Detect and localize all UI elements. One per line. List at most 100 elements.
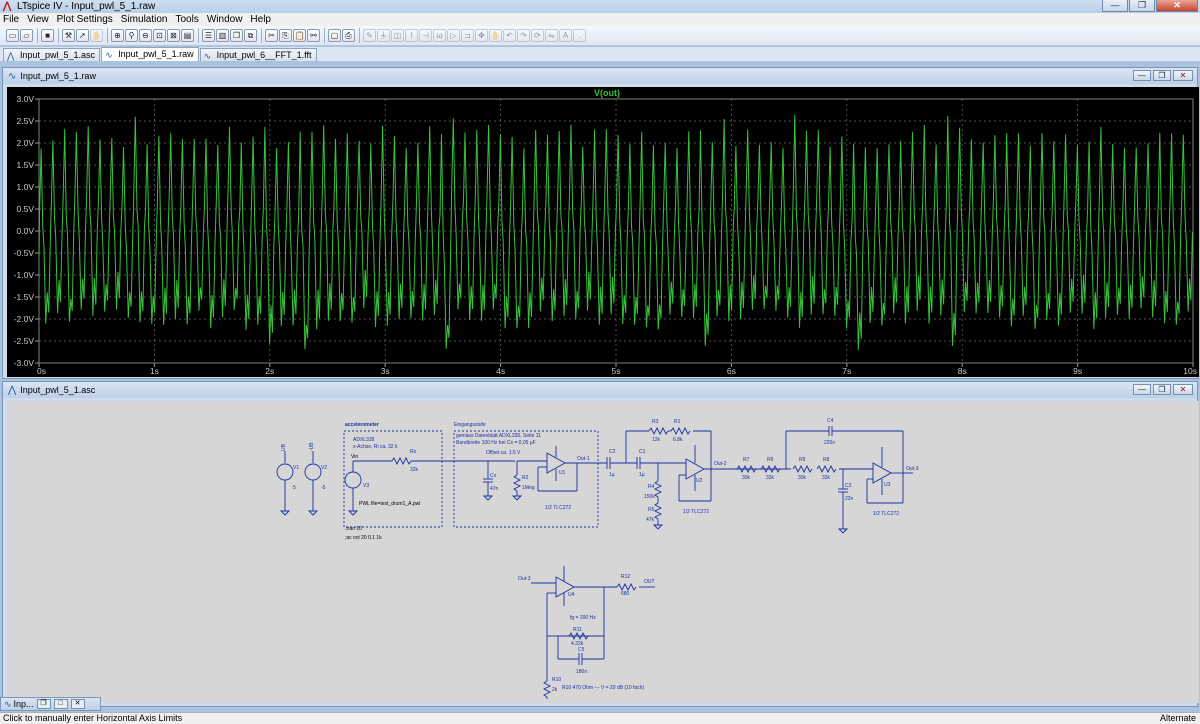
waveform-plot-svg[interactable]: 3.0V2.5V2.0V1.5V1.0V0.5V0.0V-0.5V-1.0V-1… — [7, 87, 1199, 377]
find-icon[interactable]: ⚯ — [307, 29, 320, 42]
label-out2[interactable]: Out-2 — [714, 461, 727, 467]
plot-maximize-button[interactable]: ❐ — [1153, 70, 1171, 81]
cascade-icon[interactable]: ❒ — [230, 29, 243, 42]
label-r1-value[interactable]: 6.8k — [673, 437, 683, 443]
label-r8-value[interactable]: 33k — [822, 475, 831, 481]
label-u3[interactable]: U3 — [884, 482, 891, 488]
label-tlc272-u1[interactable]: 1/2 TLC272 — [545, 505, 571, 511]
plot-close-button[interactable]: ✕ — [1173, 70, 1193, 81]
schematic-svg[interactable]: accelerometer ADXL335 x-Achse, Ri ca. 32… — [7, 401, 1199, 703]
label-r7[interactable]: R7 — [743, 457, 750, 463]
label-out3[interactable]: Out-3 — [906, 466, 919, 472]
label-c3[interactable]: C3 — [845, 483, 852, 489]
trace-vout[interactable] — [38, 114, 1193, 350]
tab-fft[interactable]: ∿ Input_pwl_6__FFT_1.fft — [199, 48, 317, 61]
open-folder-icon[interactable]: ▱ — [20, 29, 33, 42]
label-v2[interactable]: V2 — [321, 465, 327, 471]
label-u2[interactable]: U2 — [696, 478, 703, 484]
label-u1[interactable]: U1 — [559, 470, 566, 476]
close-all-icon[interactable]: ⧉ — [244, 29, 257, 42]
label-cx-value[interactable]: 47n — [490, 486, 499, 492]
y-axis[interactable]: 3.0V2.5V2.0V1.5V1.0V0.5V0.0V-0.5V-1.0V-1… — [14, 94, 39, 368]
label-datenblatt[interactable]: gemäss Datenblatt ADXL335, Seite 11 — [456, 433, 541, 439]
schematic-close-button[interactable]: ✕ — [1173, 384, 1193, 395]
label-r11[interactable]: R11 — [573, 627, 582, 633]
undo-icon[interactable]: ↶ — [503, 29, 516, 42]
paste-icon[interactable]: 📋 — [293, 29, 306, 42]
plot-window-titlebar[interactable]: ∿ Input_pwl_5_1.raw — ❐ ✕ — [3, 68, 1197, 84]
label-x-achse[interactable]: x-Achse, Ri ca. 32 k — [353, 444, 398, 450]
label-adxl335[interactable]: ADXL335 — [353, 437, 375, 443]
ground-icon[interactable]: ⏚ — [377, 29, 390, 42]
label-v1[interactable]: V1 — [293, 465, 299, 471]
label-icon[interactable]: ◫ — [391, 29, 404, 42]
label-c5-value[interactable]: 180n — [576, 669, 587, 675]
close-button[interactable]: ✕ — [1156, 0, 1198, 12]
new-schematic-icon[interactable]: ▭ — [6, 29, 19, 42]
label-r7-value[interactable]: 30k — [742, 475, 751, 481]
label-ub-v1[interactable]: UB — [281, 443, 287, 451]
label-v3[interactable]: V3 — [363, 483, 369, 489]
pan-icon[interactable]: ⚲ — [125, 29, 138, 42]
label-c3-value[interactable]: 22n — [845, 496, 854, 502]
label-vin[interactable]: Vin — [351, 454, 358, 460]
label-r10-value[interactable]: 2k — [552, 687, 558, 693]
menu-view[interactable]: View — [27, 14, 49, 25]
diode-icon[interactable]: ▷ — [447, 29, 460, 42]
menu-window[interactable]: Window — [206, 14, 243, 25]
tile-horizontal-icon[interactable]: ☰ — [202, 29, 215, 42]
directive-ac[interactable]: ;ac oct 20 0.1 1k — [345, 535, 382, 541]
label-out1[interactable]: Out-1 — [577, 456, 590, 462]
label-tlc272-u3[interactable]: 1/2 TLC272 — [873, 511, 899, 517]
label-r4[interactable]: R4 — [648, 484, 655, 490]
label-r9[interactable]: R9 — [799, 457, 806, 463]
label-offset[interactable]: Offset ca. 1.5 V — [486, 450, 521, 456]
label-accelerometer[interactable]: accelerometer — [345, 422, 379, 428]
label-r10[interactable]: R10 — [552, 677, 561, 683]
label-r12-value[interactable]: 680 — [621, 591, 630, 597]
zoom-out-icon[interactable]: ⊖ — [139, 29, 152, 42]
minimized-window[interactable]: ∿ Inp... ❐ □ ✕ — [0, 697, 101, 711]
text-icon[interactable]: A — [559, 29, 572, 42]
label-c1[interactable]: C1 — [639, 449, 646, 455]
label-r12[interactable]: R12 — [621, 574, 630, 580]
tab-schematic[interactable]: ⋀ Input_pwl_5_1.asc — [3, 48, 101, 61]
minimized-maximize-button[interactable]: □ — [53, 699, 68, 709]
label-eingangsstufe[interactable]: Eingangsstufe — [454, 422, 486, 428]
label-r1[interactable]: R1 — [674, 419, 681, 425]
label-bandbreite[interactable]: Bandbreite 100 Hz bei Cx = 0,05 µF — [456, 440, 536, 446]
rotate-icon[interactable]: ⟳ — [531, 29, 544, 42]
cut-icon[interactable]: ✂ — [265, 29, 278, 42]
zoom-fit-icon[interactable]: ⊡ — [153, 29, 166, 42]
copy-icon[interactable]: ⎘ — [279, 29, 292, 42]
minimized-close-button[interactable]: ✕ — [70, 699, 85, 709]
label-c1-value[interactable]: 1µ — [639, 472, 645, 478]
label-gain[interactable]: R10 470 Ohm --- V = 20 dB (10 fach) — [562, 685, 644, 691]
spice-directive-icon[interactable]: . — [573, 29, 586, 42]
tile-vertical-icon[interactable]: ▥ — [216, 29, 229, 42]
label-r2-value[interactable]: 1Meg — [522, 485, 535, 491]
schematic-maximize-button[interactable]: ❐ — [1153, 384, 1171, 395]
label-c2-value[interactable]: 1µ — [609, 472, 615, 478]
schematic-canvas[interactable]: accelerometer ADXL335 x-Achse, Ri ca. 32… — [7, 401, 1199, 703]
label-r9-value[interactable]: 30k — [798, 475, 807, 481]
label-ub-v2[interactable]: -UB — [309, 442, 315, 451]
redo-icon[interactable]: ↷ — [517, 29, 530, 42]
label-c2[interactable]: C2 — [609, 449, 616, 455]
label-r11-value[interactable]: 4.32k — [571, 641, 584, 647]
label-c5[interactable]: C5 — [578, 647, 585, 653]
label-r4-value[interactable]: 150k — [644, 494, 655, 500]
control-panel-icon[interactable]: ⚒ — [62, 29, 75, 42]
fft-icon[interactable]: ▤ — [181, 29, 194, 42]
autorange-icon[interactable]: ⊠ — [167, 29, 180, 42]
maximize-button[interactable]: ❐ — [1129, 0, 1155, 12]
label-r5-value[interactable]: 47k — [646, 517, 655, 523]
label-r6[interactable]: R6 — [767, 457, 774, 463]
wire-icon[interactable]: ✎ — [363, 29, 376, 42]
drag-icon[interactable]: ✋ — [489, 29, 502, 42]
label-out[interactable]: OUT — [644, 579, 655, 585]
move-icon[interactable]: ✥ — [475, 29, 488, 42]
schematic-minimize-button[interactable]: — — [1133, 384, 1151, 395]
label-out3-input[interactable]: Out-3 — [518, 576, 531, 582]
